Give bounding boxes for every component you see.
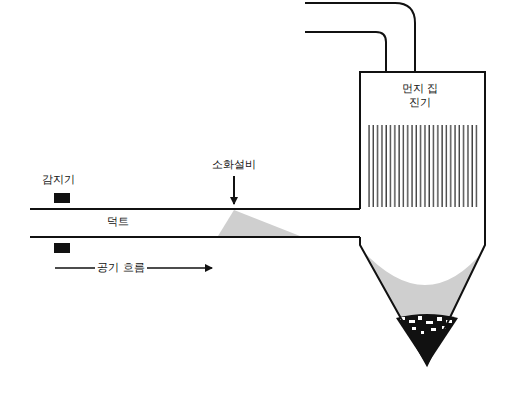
collected-dust xyxy=(361,247,484,365)
outlet-pipe xyxy=(305,32,386,72)
filter-fins xyxy=(368,125,479,207)
extinguishing-agent xyxy=(218,210,300,236)
duct-band: 덕트 xyxy=(98,215,138,229)
outlet-pipe xyxy=(305,3,415,72)
duct-wall xyxy=(30,208,360,210)
part-label: 감지기 xyxy=(40,173,77,186)
part-label: 소화설비 xyxy=(210,158,258,171)
detector xyxy=(54,193,70,203)
detector xyxy=(54,243,70,253)
node-text: 먼지 집진기 xyxy=(398,82,442,110)
node-text: 덕트 xyxy=(98,215,138,229)
collector-housing xyxy=(360,72,485,365)
collector-box: 먼지 집진기 xyxy=(398,82,442,110)
flow-label: 공기 흐름 xyxy=(95,261,147,274)
duct-wall xyxy=(30,236,360,238)
discharge-arrow xyxy=(233,176,235,204)
